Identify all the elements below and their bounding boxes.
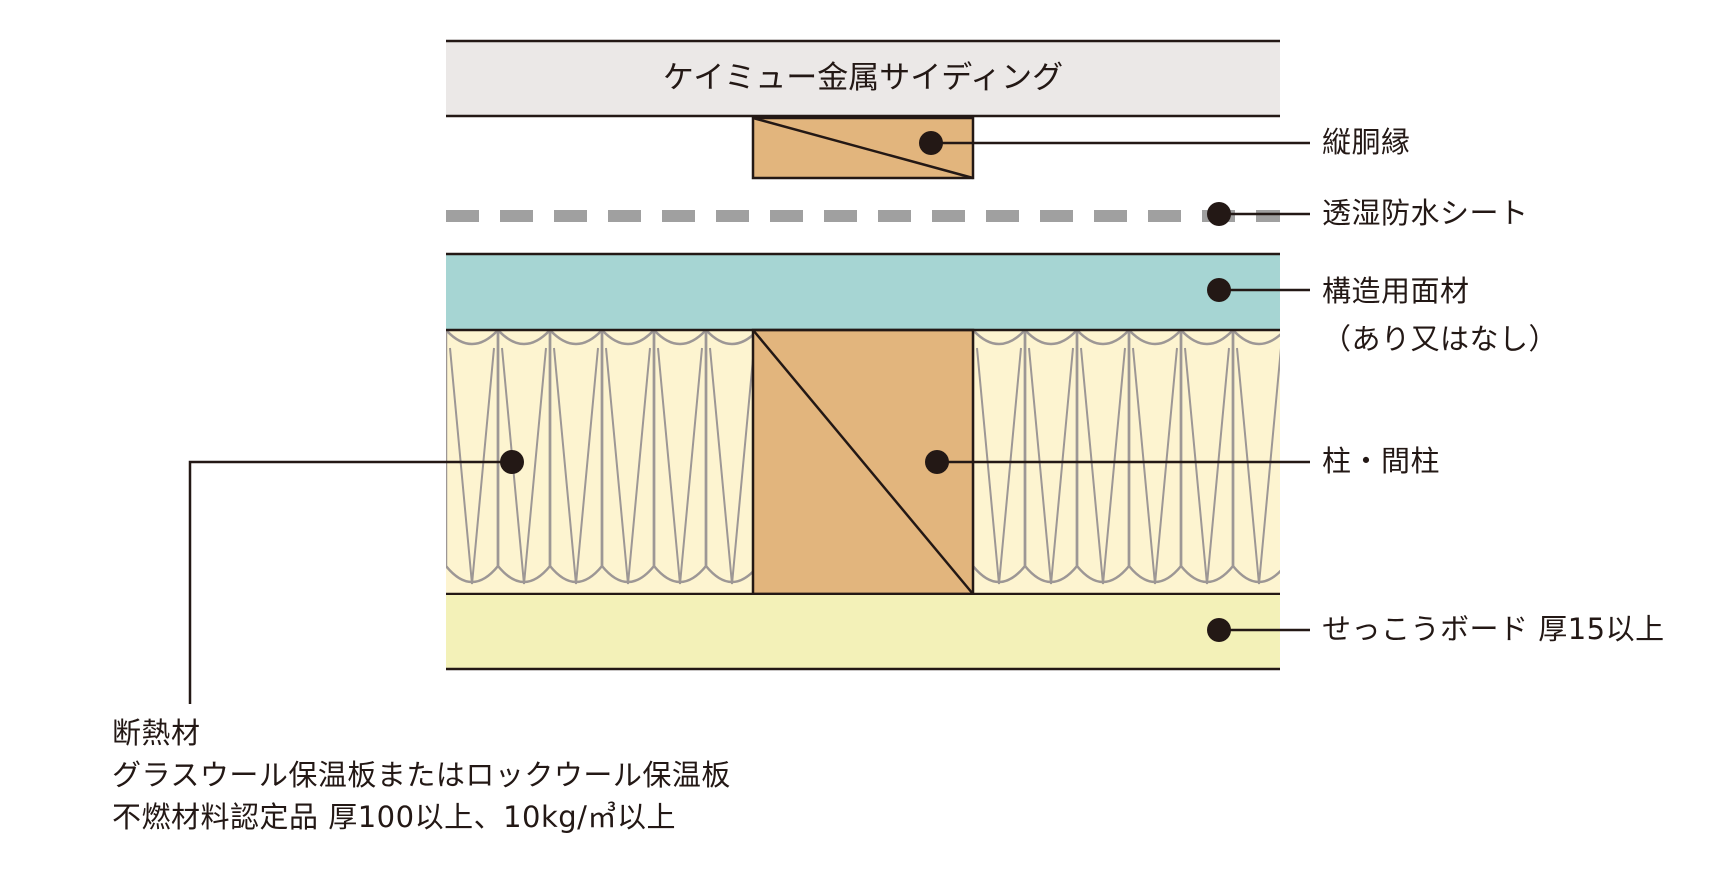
siding-layer — [446, 41, 1280, 116]
insulation-fiber — [501, 347, 547, 585]
insulation-fiber — [553, 347, 599, 585]
label-sheathing: 構造用面材 — [1322, 274, 1470, 308]
insulation-note-title: 断熱材 — [112, 716, 201, 750]
post-grain-line — [752, 329, 974, 595]
insulation-fiber — [1080, 347, 1126, 585]
label-membrane: 透湿防水シート — [1322, 196, 1529, 230]
gypsum-layer — [446, 595, 1280, 669]
leader-insulation — [188, 460, 512, 704]
insulation-fiber — [709, 347, 755, 585]
dot-gypsum — [1207, 618, 1231, 642]
dot-post — [925, 450, 949, 474]
furring-grain-line — [752, 116, 974, 180]
insulation-fiber — [1132, 347, 1178, 585]
dot-membrane — [1207, 202, 1231, 226]
label-furring: 縦胴縁 — [1322, 125, 1411, 159]
label-sheathing-note: （あり又はなし） — [1322, 322, 1559, 356]
insulation-fiber — [1236, 347, 1280, 585]
insulation-fiber — [1184, 347, 1230, 585]
label-gypsum: せっこうボード 厚15以上 — [1322, 612, 1665, 646]
dot-furring — [919, 131, 943, 155]
insulation-fiber — [976, 347, 1022, 585]
dot-insulation — [500, 450, 524, 474]
insulation-fiber — [449, 347, 495, 585]
insulation-pattern-left — [446, 330, 756, 585]
dot-sheathing — [1207, 278, 1231, 302]
insulation-fiber — [605, 347, 651, 585]
insulation-note-line1: グラスウール保温板またはロックウール保温板 — [112, 758, 731, 792]
siding-label: ケイミュー金属サイディング — [663, 60, 1063, 96]
sheathing-layer — [446, 254, 1280, 330]
insulation-fiber — [1028, 347, 1074, 585]
insulation-batt — [704, 330, 756, 584]
insulation-note-line2: 不燃材料認定品 厚100以上、10kg/㎥以上 — [112, 800, 676, 834]
insulation-batt — [1231, 330, 1280, 584]
label-post: 柱・間柱 — [1322, 444, 1441, 478]
insulation-fiber — [657, 347, 703, 585]
insulation-pattern-right — [973, 330, 1280, 585]
insulation-note: 断熱材 グラスウール保温板またはロックウール保温板 不燃材料認定品 厚100以上… — [112, 712, 731, 838]
